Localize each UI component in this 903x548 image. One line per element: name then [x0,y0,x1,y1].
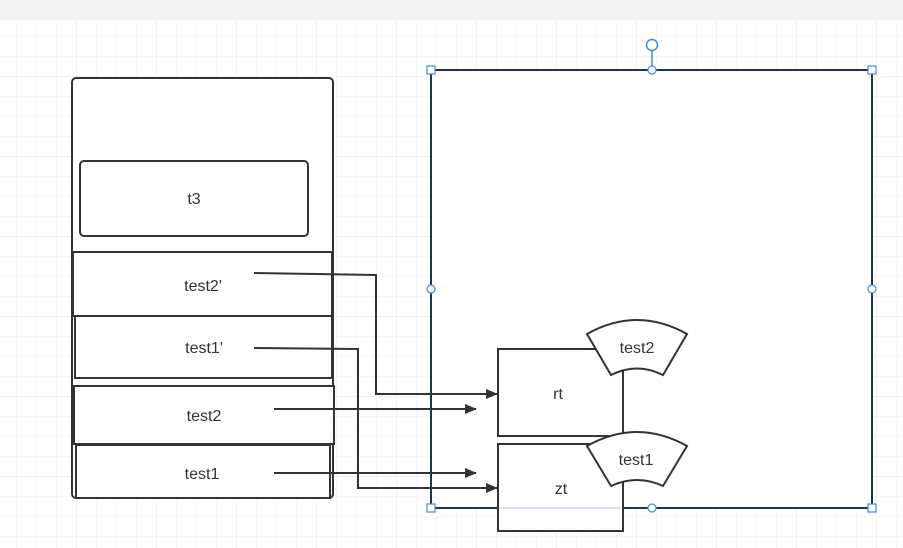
resize-handle-top-left[interactable] [426,65,436,75]
t3-label: t3 [187,191,200,208]
test2-prime-row[interactable] [72,251,333,317]
test2-row[interactable] [73,385,335,445]
resize-handle-bottom-right[interactable] [867,503,877,513]
rt-label: rt [553,386,563,403]
connector-test1-prime-to-zt[interactable] [253,347,498,493]
test1-flag-shape[interactable] [585,431,689,488]
rotate-handle[interactable] [645,38,659,52]
resize-handle-left[interactable] [426,284,436,294]
zt-label: zt [555,481,568,498]
test2-flag-shape[interactable] [585,319,689,377]
resize-handle-top[interactable] [647,65,657,75]
test1-prime-label: test1' [185,340,223,357]
test1-label: test1 [185,466,220,483]
canvas-top-strip [0,0,903,20]
test1-prime-row[interactable] [74,315,333,379]
rt-box[interactable] [497,348,624,437]
test2-label: test2 [187,408,222,425]
t3-box[interactable] [79,160,309,237]
resize-handle-right[interactable] [867,284,877,294]
connector-test2-prime-to-rt[interactable] [253,272,498,399]
test2-prime-label: test2' [184,278,222,295]
test2-flag-label: test2 [620,340,655,357]
test1-flag-label: test1 [619,452,654,469]
test1-row[interactable] [75,444,331,499]
resize-handle-bottom[interactable] [647,503,657,513]
resize-handle-bottom-left[interactable] [426,503,436,513]
resize-handle-top-right[interactable] [867,65,877,75]
